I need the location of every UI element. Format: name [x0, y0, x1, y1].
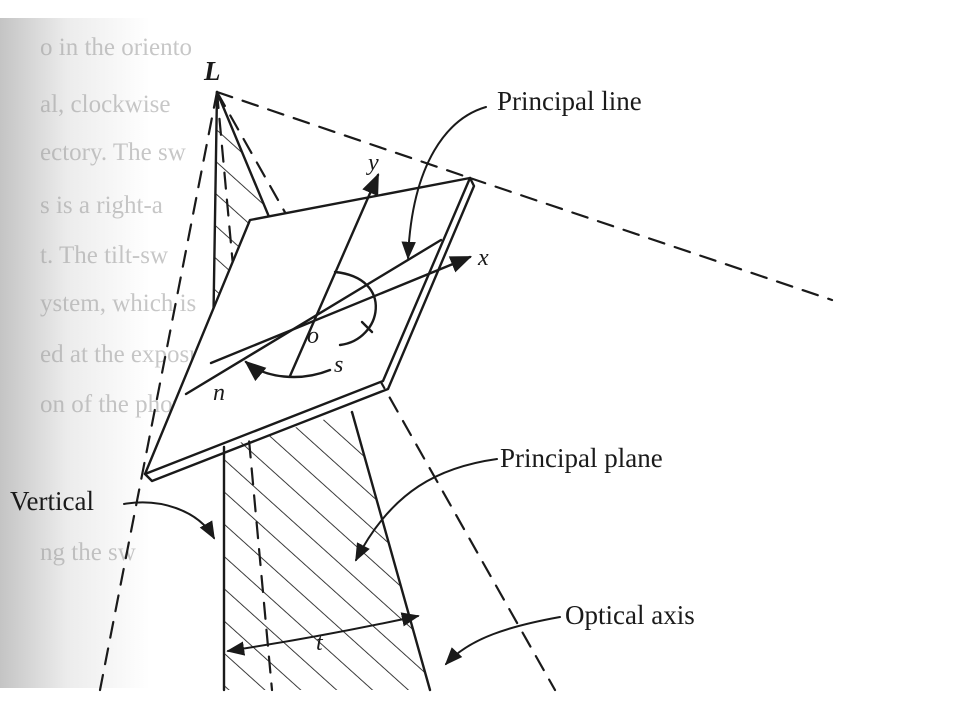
background-text-line: on of the phot — [40, 391, 180, 418]
background-text-line: s is a right-a — [40, 192, 163, 219]
caption-principal-plane: Principal plane — [500, 443, 663, 473]
caption-principal-line: Principal line — [497, 86, 642, 116]
label-nadir: n — [213, 380, 225, 406]
callout-leaders — [123, 106, 561, 666]
tilt-arc — [226, 612, 420, 656]
ray-left — [98, 90, 219, 692]
label-y-axis: y — [366, 150, 379, 176]
background-text-line: ystem, which is — [40, 290, 196, 317]
principal-line-leader — [401, 106, 487, 260]
principal-line — [184, 238, 443, 396]
label-perspective-center: L — [203, 56, 221, 86]
background-text-line: o in the oriento — [40, 34, 192, 61]
vertical-leader — [123, 501, 215, 540]
swing-arc — [333, 270, 377, 347]
label-tilt: t — [316, 630, 324, 656]
vertical-line-upper — [211, 90, 219, 347]
label-x-axis: x — [477, 245, 489, 271]
background-text-line: al, clockwise — [40, 91, 171, 118]
label-swing: s — [334, 352, 343, 378]
background-text-line: ng the sw — [40, 539, 136, 566]
caption-vertical: Vertical — [10, 486, 94, 516]
optical-axis-leader — [444, 616, 561, 666]
x-axis — [209, 255, 472, 365]
background-text-line: t. The tilt-sw — [40, 242, 168, 269]
optical-axis-ray — [215, 90, 557, 692]
photo-plate-thickness — [143, 176, 476, 483]
page-shadow — [0, 18, 150, 688]
background-text-line: ectory. The sw — [40, 139, 186, 166]
principal-plane-leader — [355, 458, 498, 562]
background-text: o in the oriento al, clockwise ectory. T… — [40, 34, 202, 566]
y-axis — [288, 173, 380, 378]
swing-tick — [360, 320, 374, 334]
photo-plate — [143, 173, 476, 483]
ray-continuation-right — [468, 176, 834, 302]
swing-arrow-arc — [244, 360, 332, 382]
label-principal-point: o — [307, 323, 319, 349]
caption-optical-axis: Optical axis — [565, 600, 695, 630]
background-text-line: ed at the exposu — [40, 341, 202, 368]
